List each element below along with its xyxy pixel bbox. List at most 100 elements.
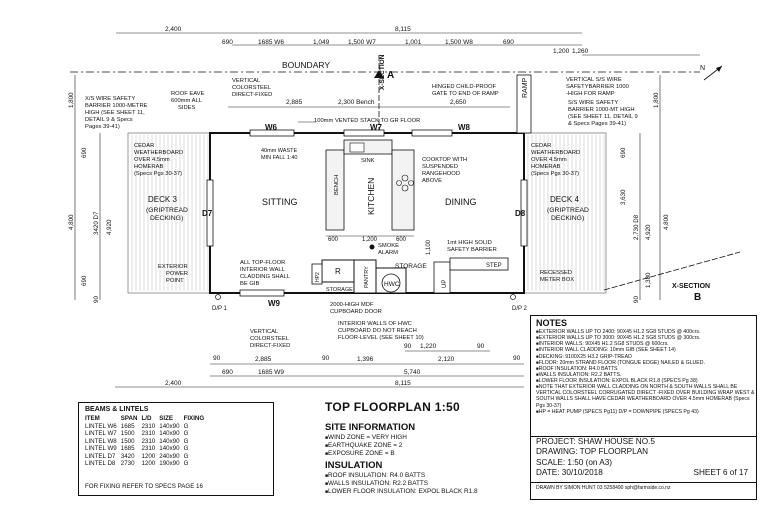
svg-text:1,220: 1,220: [420, 343, 437, 350]
list-item: INTERIOR WALLS: 90X45 H1.2 SG8 STUDS @ 6…: [536, 341, 756, 347]
dim-inner: 2,650: [450, 99, 467, 106]
table-cell: 2310: [141, 437, 156, 445]
svg-text:X-SECTION: X-SECTION: [379, 54, 386, 90]
svg-text:2,730 D8: 2,730 D8: [633, 214, 640, 240]
storage-label: STORAGE: [395, 263, 427, 270]
table-cell: G: [183, 460, 189, 468]
col-header: SIZE: [159, 415, 174, 423]
table-cell: LINTEL W6: [85, 422, 117, 430]
door-d7: D7: [202, 209, 213, 218]
up-label: UP: [442, 280, 448, 288]
north-arrow-icon: N: [700, 65, 723, 81]
insulation-title: INSULATION: [325, 459, 383, 471]
smoke-alarm-icon: [369, 244, 375, 250]
dim-inner: 2,300 Bench: [338, 99, 375, 106]
dim-top-seg: 690: [503, 39, 514, 46]
svg-text:4,800: 4,800: [68, 214, 75, 230]
col-header: ITEM: [85, 415, 100, 423]
section-b-marker: X-SECTION B: [603, 251, 741, 303]
svg-text:3,630: 3,630: [620, 189, 627, 205]
list-item: FLOOR: 20mm STRAND FLOOR (TONGUE EDGE) N…: [536, 360, 756, 366]
table-cell: 240x90: [159, 452, 180, 460]
beams-title: BEAMS & LINTELS: [85, 406, 149, 413]
table-cell: 1500: [120, 437, 135, 445]
list-item: ROOF INSULATION: R4.0 BATTS: [536, 366, 756, 372]
table-cell: 2310: [141, 430, 156, 438]
site-information: SITE INFORMATION WIND ZONE = VERY HIGH E…: [325, 422, 525, 498]
svg-text:8,115: 8,115: [395, 380, 411, 387]
top-dimensions: 2,400 8,115 690 1685 W6 1,049 1,500 W7 1…: [116, 26, 700, 108]
window-marks: [206, 129, 528, 297]
site-list: WIND ZONE = VERY HIGH EARTHQUAKE ZONE = …: [325, 434, 525, 458]
svg-text:90: 90: [477, 343, 485, 350]
svg-text:690: 690: [81, 147, 88, 158]
dp2-label: D/P 2: [512, 306, 528, 312]
svg-text:1,380: 1,380: [645, 272, 652, 288]
dim-inner: 2,885: [286, 99, 303, 106]
storage-label-2: STORAGE: [326, 287, 353, 293]
table-cell: 140x90: [159, 422, 180, 430]
dim-top-total: 8,115: [395, 26, 411, 33]
bench-label: BENCH: [334, 175, 340, 195]
pantry-label: PANTRY: [364, 266, 370, 288]
drawing-date: DATE: 30/10/2018: [536, 467, 603, 477]
table-cell: 140x90: [159, 445, 180, 453]
svg-text:90: 90: [93, 296, 100, 303]
site-item: EXPOSURE ZONE = B: [325, 450, 525, 458]
table-cell: 3420: [120, 452, 135, 460]
list-item: EXTERIOR WALLS UP TO 3000: 90X45 H1.2 SG…: [536, 335, 756, 341]
list-item: EXTERIOR WALLS UP TO 2400: 90X45 H1.2 SG…: [536, 329, 756, 335]
dim-top-seg: 1,001: [405, 39, 422, 46]
boundary-label: BOUNDARY: [282, 60, 330, 70]
col-header: SPAN: [120, 415, 138, 423]
notes-panel: NOTES EXTERIOR WALLS UP TO 2400: 90X45 H…: [530, 315, 757, 500]
ramp: RAMP: [516, 74, 532, 134]
r-label: R: [335, 267, 341, 276]
title-block: PROJECT: SHAW HOUSE NO.5 DRAWING: TOP FL…: [531, 436, 756, 493]
svg-text:690: 690: [81, 275, 88, 286]
svg-text:90: 90: [633, 296, 640, 303]
svg-text:90: 90: [322, 355, 330, 362]
svg-text:90: 90: [213, 355, 221, 362]
dim-top-seg: 690: [222, 39, 233, 46]
table-cell: 190x90: [159, 460, 180, 468]
dp1-label: D/P 1: [212, 306, 228, 312]
dim-top-total-left: 2,400: [165, 26, 182, 33]
list-item: DECKING: 9100X25 H3.2 GRIP-TREAD: [536, 354, 756, 360]
svg-text:690: 690: [222, 369, 233, 376]
door-d8: D8: [515, 209, 526, 218]
hp2-label: HP2: [315, 272, 321, 282]
project-name: PROJECT: SHAW HOUSE NO.5: [536, 437, 655, 446]
dim-top-right: 1,200: [553, 48, 570, 55]
svg-text:1,800: 1,800: [653, 92, 660, 108]
dim-top-seg: 1685 W6: [258, 39, 284, 46]
col-header: FIXING: [183, 415, 205, 423]
site-item: WIND ZONE = VERY HIGH: [325, 434, 525, 442]
site-title: SITE INFORMATION: [325, 422, 416, 433]
dim-kitchen: 1,100: [426, 239, 432, 255]
beams-lintels-table: BEAMS & LINTELS ITEM SPAN L/D SIZE FIXIN…: [78, 402, 274, 496]
insulation-item: LOWER FLOOR INSULATION: EXPOL BLACK R1.8: [325, 488, 525, 496]
table-cell: LINTEL W9: [85, 445, 117, 453]
room-sitting: SITTING: [262, 197, 298, 207]
col-header: L/D: [141, 415, 152, 423]
right-dimensions: 1,800 690 3,630 2,730 D8 4,920 4,800 1,3…: [620, 75, 670, 303]
table-cell: 1685: [120, 445, 135, 453]
deck-3-area: [127, 132, 211, 294]
insulation-item: WALLS INSULATION: R2.2 BATTS: [325, 480, 525, 488]
svg-text:B: B: [694, 292, 701, 303]
dim-kitchen: 600: [396, 237, 407, 243]
svg-text:X-SECTION: X-SECTION: [672, 283, 710, 290]
dim-top-seg: 1,500 W8: [445, 39, 473, 46]
svg-text:4,920: 4,920: [645, 224, 652, 240]
